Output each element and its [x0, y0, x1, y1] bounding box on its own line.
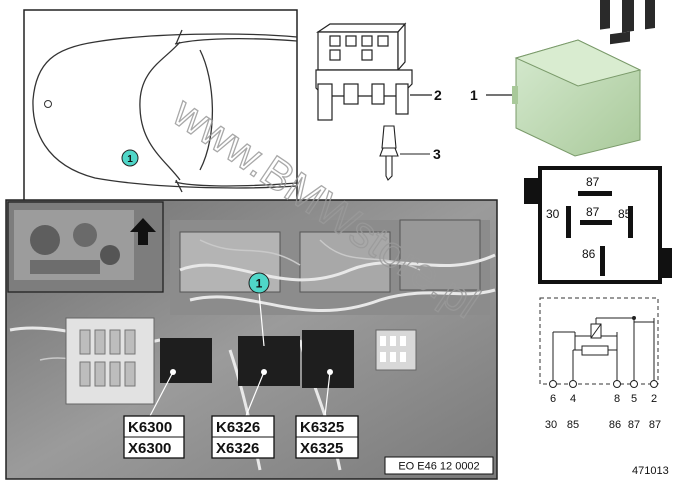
pin-label-87-mid: 87: [586, 205, 600, 219]
relay-code-k6326: K6326: [216, 419, 260, 436]
pin-label-86: 86: [582, 247, 596, 261]
relay-pin-symbol: 87 30 87 85 86: [524, 166, 672, 284]
pin-label-87-top: 87: [586, 175, 600, 189]
resistor-symbol: [581, 345, 609, 356]
terminal-part: [379, 125, 430, 181]
callout-bubble-car-label: 1: [127, 154, 133, 165]
relay-part: [486, 0, 655, 157]
relay-k6300-photo: [160, 338, 212, 383]
schematic-pin-bottom: 87: [628, 419, 640, 431]
callout-bubble-photo-label: 1: [256, 277, 263, 291]
photo-code-tag: EO E46 12 0002: [384, 456, 494, 475]
photo-code: EO E46 12 0002: [398, 461, 479, 473]
relay-socket-part: [315, 22, 432, 121]
schematic-pin-bottom: 87: [649, 419, 661, 431]
callout-number-2: 2: [434, 87, 442, 103]
callout-bubble-photo: 1: [248, 272, 270, 294]
schematic-pin-bottom: 85: [567, 419, 579, 431]
connector-label-k6325: K6325 X6325: [295, 415, 359, 459]
plug-code-x6326: X6326: [216, 440, 259, 457]
schematic-pin-top: 8: [614, 393, 620, 405]
relay-tab-right: [660, 248, 672, 278]
schematic-pin-top: 4: [570, 393, 576, 405]
relay-code-k6300: K6300: [128, 419, 172, 436]
callout-bubble-car: 1: [121, 149, 139, 167]
schematic-pin-bottom: 30: [545, 419, 557, 431]
car-marker-dot: [44, 100, 52, 108]
relay-k6325-photo: [302, 330, 354, 388]
schematic-pin-top: 5: [631, 393, 637, 405]
connector-label-k6300: K6300 X6300: [123, 415, 185, 459]
schematic-pin-top: 2: [651, 393, 657, 405]
pin-label-85: 85: [618, 207, 632, 221]
relay-tab-left: [524, 178, 540, 204]
car-outline: [32, 29, 298, 193]
schematic-pin-top: 6: [550, 393, 556, 405]
engine-bay-inset: [7, 201, 164, 293]
relay-k6326-photo: [238, 336, 300, 386]
connector-label-k6326: K6326 X6326: [211, 415, 275, 459]
installation-photo: 1 K6300 X6300 K6326 X6326 K6325 X6325 EO…: [5, 199, 498, 480]
plug-code-x6325: X6325: [300, 440, 343, 457]
callout-number-1: 1: [470, 87, 478, 103]
schematic-pin-bottom: 86: [609, 419, 621, 431]
pin-label-30: 30: [546, 207, 560, 221]
fuse-holder: [65, 317, 155, 405]
callout-number-3: 3: [433, 146, 441, 162]
relay-schematic: 6 4 8 5 2 30 85 86 87 87: [539, 297, 661, 431]
engine-bay-arrow-icon: [130, 218, 156, 245]
car-location-inset: 1: [23, 9, 298, 211]
plug-code-x6300: X6300: [128, 440, 171, 457]
relay-code-k6325: K6325: [300, 419, 344, 436]
diagram-id: 471013: [632, 465, 669, 477]
